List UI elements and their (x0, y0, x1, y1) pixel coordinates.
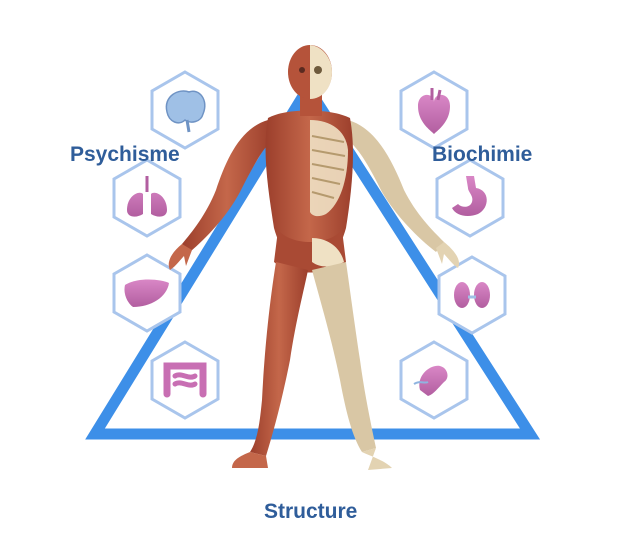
pancreas-icon (399, 340, 469, 420)
anatomy-figure (168, 45, 460, 470)
intestine-icon (150, 340, 220, 420)
brain-icon (150, 70, 220, 150)
heart-icon (399, 70, 469, 150)
lungs-icon (112, 158, 182, 238)
label-biochimie: Biochimie (432, 143, 533, 166)
liver-icon (112, 253, 182, 333)
label-structure: Structure (264, 500, 358, 523)
kidneys-icon (437, 255, 507, 335)
stomach-icon (435, 158, 505, 238)
label-psychisme: Psychisme (70, 143, 180, 166)
triangle-outline (85, 77, 541, 440)
